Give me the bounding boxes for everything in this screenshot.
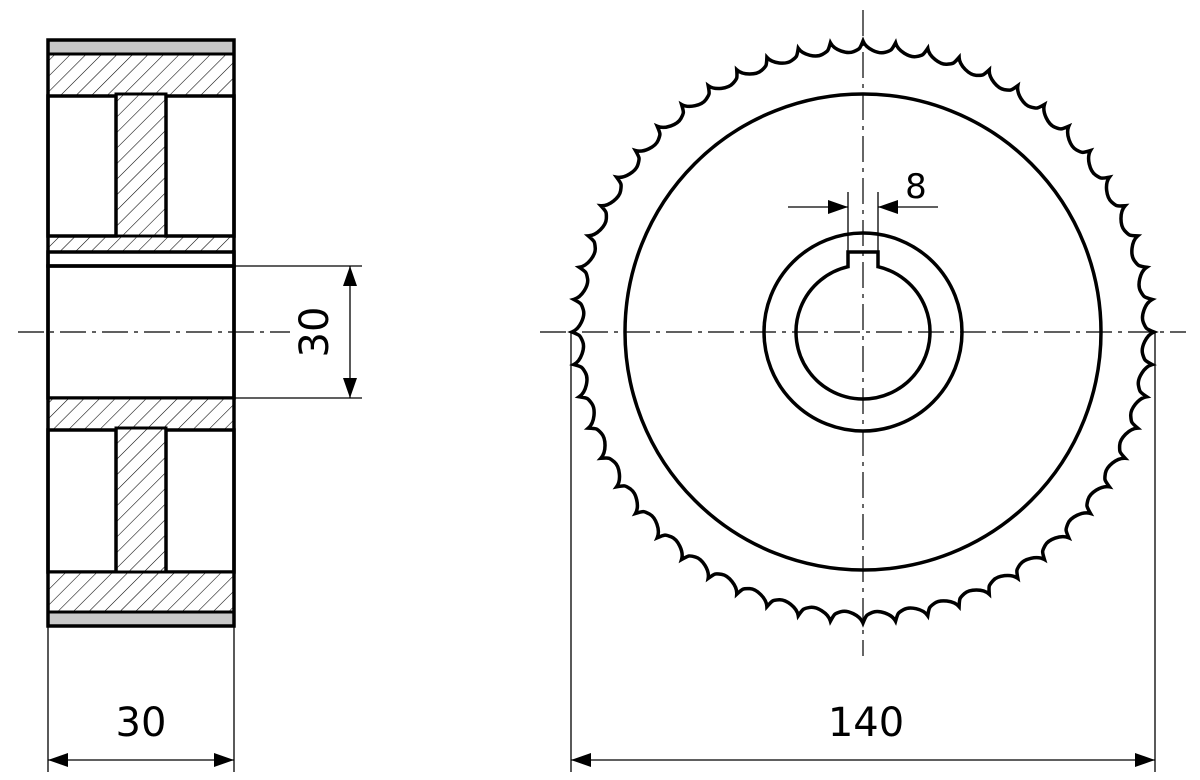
side-outline [46, 38, 236, 628]
side-section-view: 30 30 [18, 38, 362, 772]
top-grey-band [46, 38, 236, 56]
lower-right-pocket [164, 428, 236, 574]
width-dimension: 30 [47, 626, 235, 772]
lower-web-section [114, 426, 168, 574]
keyway-dimension-label: 8 [905, 167, 927, 207]
width-dimension-label: 30 [116, 700, 167, 746]
upper-hub-section [46, 234, 236, 254]
upper-right-pocket [164, 94, 236, 238]
arrowhead [343, 378, 357, 398]
bottom-rim-section [46, 570, 236, 614]
keyway-band [46, 250, 236, 268]
arrowhead [1135, 753, 1155, 767]
bore-dimension-label: 30 [292, 307, 338, 358]
bore-with-keyway [794, 250, 932, 401]
keyway-dimension: 8 [788, 167, 938, 254]
lower-left-pocket [46, 428, 118, 574]
arrowhead [214, 753, 234, 767]
upper-left-pocket [46, 94, 118, 238]
pitch-circle [623, 92, 1103, 572]
arrowhead [571, 753, 591, 767]
arrowhead [878, 200, 898, 214]
bore-dimension: 30 [234, 265, 362, 399]
lower-hub-section [46, 396, 236, 432]
outer-diameter-dimension: 140 [570, 332, 1156, 772]
top-rim-section [46, 52, 236, 98]
arrowhead [343, 266, 357, 286]
arrowhead [48, 753, 68, 767]
front-view: 8 140 [540, 10, 1186, 772]
bottom-grey-band [46, 610, 236, 628]
upper-web-section [114, 92, 168, 240]
arrowhead [828, 200, 848, 214]
outer-diameter-dimension-label: 140 [828, 700, 904, 746]
